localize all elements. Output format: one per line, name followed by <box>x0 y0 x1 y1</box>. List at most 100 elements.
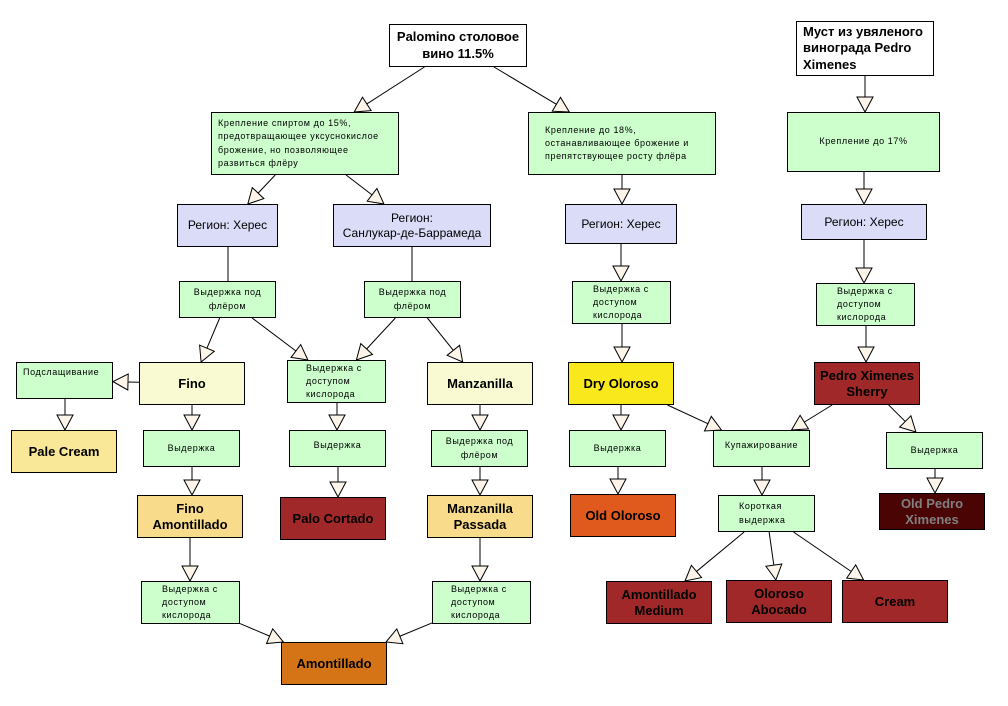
node-label: Короткая выдержка <box>739 501 786 525</box>
node-aging[interactable]: Выдержка <box>143 430 240 467</box>
arrowhead-icon <box>247 186 265 205</box>
arrowhead-icon <box>845 563 865 581</box>
arrowhead-icon <box>366 187 385 205</box>
node-region-jerez[interactable]: Регион: Херес <box>801 204 927 240</box>
node-fortify-18[interactable]: Крепление до 18%, останавливающее брожен… <box>528 112 716 175</box>
arrowhead-icon <box>183 479 201 497</box>
node-label: Выдержка <box>313 439 362 450</box>
node-label: Palomino столовое вино 11.5% <box>396 29 520 61</box>
arrowhead-icon <box>56 414 74 432</box>
arrowhead-icon <box>290 343 309 361</box>
node-fortify-17[interactable]: Крепление до 17% <box>787 112 940 172</box>
arrowhead-icon <box>612 414 630 432</box>
edge-line-flor_aging_1-to-fino <box>206 317 221 349</box>
edge-line-oxidative_aging_4-to-amontillado <box>239 623 270 637</box>
node-label: Old Oloroso <box>585 507 661 523</box>
node-flor-aging[interactable]: Выдержка под флёром <box>364 281 461 318</box>
node-label: Dry Oloroso <box>583 375 659 391</box>
node-pedro-ximenes-must[interactable]: Муст из увяленого винограда Pedro Ximene… <box>796 21 934 76</box>
node-label: Регион: Херес <box>824 214 904 229</box>
node-amontillado-medium[interactable]: Amontillado Medium <box>606 581 712 624</box>
arrowhead-icon <box>613 346 631 364</box>
edge-line-fortify15-to-region_jerez_1 <box>257 174 276 194</box>
node-label: Fino <box>178 375 206 391</box>
node-label: Amontillado <box>296 655 372 671</box>
node-label: Регион: Санлукар-де-Баррамеда <box>342 210 482 240</box>
edge-line-oxidative_aging_5-to-amontillado <box>399 622 433 637</box>
node-label: Купажирование <box>724 439 799 450</box>
node-cream[interactable]: Cream <box>842 580 948 623</box>
node-label: Крепление спиртом до 15%, предотвращающе… <box>218 118 379 168</box>
node-dry-oloroso[interactable]: Dry Oloroso <box>568 362 674 405</box>
edge-line-flor_aging_2-to-oxidative_aging_1 <box>366 317 396 350</box>
arrowhead-icon <box>328 414 346 432</box>
edge-line-short_aging-to-cream <box>793 531 852 572</box>
node-pale-cream[interactable]: Pale Cream <box>11 430 117 473</box>
node-manzanilla-passada[interactable]: Manzanilla Passada <box>427 495 533 538</box>
node-fino-amontillado[interactable]: Fino Amontillado <box>137 495 243 538</box>
node-region-sanlucar[interactable]: Регион: Санлукар-де-Баррамеда <box>333 204 491 247</box>
arrowhead-icon <box>353 96 372 113</box>
node-old-oloroso[interactable]: Old Oloroso <box>570 494 676 537</box>
node-flor-aging[interactable]: Выдержка под флёром <box>431 430 528 467</box>
node-label: Amontillado Medium <box>621 586 697 618</box>
node-palomino-table-wine[interactable]: Palomino столовое вино 11.5% <box>389 24 527 67</box>
arrowhead-icon <box>753 479 771 497</box>
node-aging[interactable]: Выдержка <box>886 432 983 469</box>
arrowhead-icon <box>926 477 944 495</box>
node-fino[interactable]: Fino <box>139 362 245 405</box>
node-manzanilla[interactable]: Manzanilla <box>427 362 533 405</box>
node-label: Выдержка с доступом кислорода <box>162 583 218 621</box>
node-blending[interactable]: Купажирование <box>713 430 810 467</box>
node-oxidative-aging[interactable]: Выдержка с доступом кислорода <box>816 283 915 326</box>
arrowhead-icon <box>199 344 216 363</box>
edge-line-px_sherry-to-blending <box>804 404 833 423</box>
arrowhead-icon <box>613 188 631 206</box>
arrowhead-icon <box>385 627 404 645</box>
node-region-jerez[interactable]: Регион: Херес <box>565 204 677 244</box>
node-flor-aging[interactable]: Выдержка под флёром <box>179 281 276 318</box>
node-sweetening[interactable]: Подслащивание <box>16 362 113 399</box>
node-aging[interactable]: Выдержка <box>569 430 666 467</box>
arrowhead-icon <box>765 563 783 582</box>
edge-line-flor_aging_1-to-oxidative_aging_1 <box>251 317 297 352</box>
node-oxidative-aging[interactable]: Выдержка с доступом кислорода <box>141 581 240 624</box>
node-label: Pedro Ximenes Sherry <box>820 367 914 399</box>
node-palo-cortado[interactable]: Palo Cortado <box>280 497 386 540</box>
node-label: Выдержка с доступом кислорода <box>593 283 649 321</box>
edge-line-palomino-to-fortify18 <box>493 66 557 105</box>
node-oxidative-aging[interactable]: Выдержка с доступом кислорода <box>432 581 531 624</box>
node-amontillado[interactable]: Amontillado <box>281 642 387 685</box>
node-label: Крепление до 17% <box>819 136 908 147</box>
node-label: Выдержка под флёром <box>445 436 514 460</box>
node-label: Подслащивание <box>23 367 100 377</box>
node-label: Cream <box>874 593 916 609</box>
node-label: Регион: Херес <box>581 216 661 231</box>
node-label: Выдержка <box>167 442 216 453</box>
node-label: Регион: Херес <box>187 218 268 232</box>
node-label: Выдержка под флёром <box>378 287 447 311</box>
node-fortify-15[interactable]: Крепление спиртом до 15%, предотвращающе… <box>211 112 399 175</box>
node-label: Manzanilla <box>447 375 513 391</box>
node-short-aging[interactable]: Короткая выдержка <box>718 495 815 532</box>
arrowhead-icon <box>355 342 374 361</box>
node-label: Oloroso Abocado <box>751 585 807 617</box>
arrowhead-icon <box>329 481 347 499</box>
node-pedro-ximenes-sherry[interactable]: Pedro Ximenes Sherry <box>814 362 920 405</box>
node-aging[interactable]: Выдержка <box>289 430 386 467</box>
arrowhead-icon <box>471 565 489 583</box>
node-oxidative-aging[interactable]: Выдержка с доступом кислорода <box>572 281 671 324</box>
node-label: Fino Amontillado <box>152 500 228 532</box>
node-region-jerez[interactable]: Регион: Херес <box>177 204 278 247</box>
node-oloroso-abocado[interactable]: Oloroso Abocado <box>726 580 832 623</box>
node-old-pedro-ximenes[interactable]: Old Pedro Ximenes <box>879 493 985 530</box>
node-label: Выдержка с доступом кислорода <box>837 285 893 323</box>
arrowhead-icon <box>471 414 489 432</box>
arrowhead-icon <box>857 346 875 364</box>
arrowhead-icon <box>446 344 464 363</box>
node-oxidative-aging[interactable]: Выдержка с доступом кислорода <box>287 360 386 403</box>
node-label: Крепление до 18%, останавливающее брожен… <box>545 124 689 162</box>
node-label: Pale Cream <box>28 443 100 459</box>
